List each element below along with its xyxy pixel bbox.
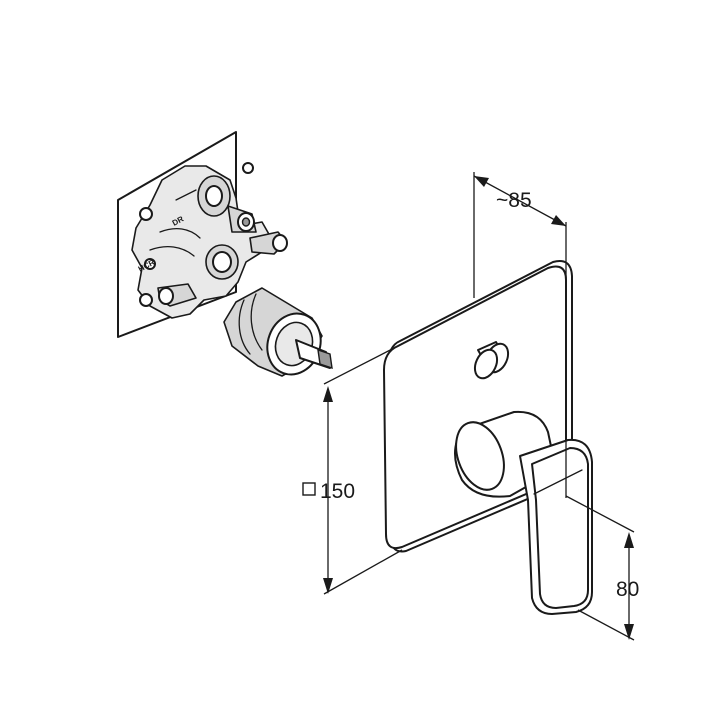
trim-assembly	[383, 260, 593, 615]
dimension-plate-label: 150	[320, 480, 355, 503]
rough-in-valve: DR HCR	[117, 131, 333, 377]
valve-casting	[131, 165, 271, 319]
diverter-knob	[473, 341, 510, 380]
dimension-handle-label: 80	[616, 578, 639, 601]
square-symbol-icon	[302, 482, 316, 496]
dimension-handle: 80	[565, 495, 639, 641]
valve-cartridge	[223, 287, 333, 377]
lever-handle	[454, 410, 593, 615]
dimension-plate-size: 150	[302, 345, 403, 595]
dimension-depth-label: ~85	[496, 189, 532, 212]
dimension-depth: ~85	[473, 172, 567, 498]
